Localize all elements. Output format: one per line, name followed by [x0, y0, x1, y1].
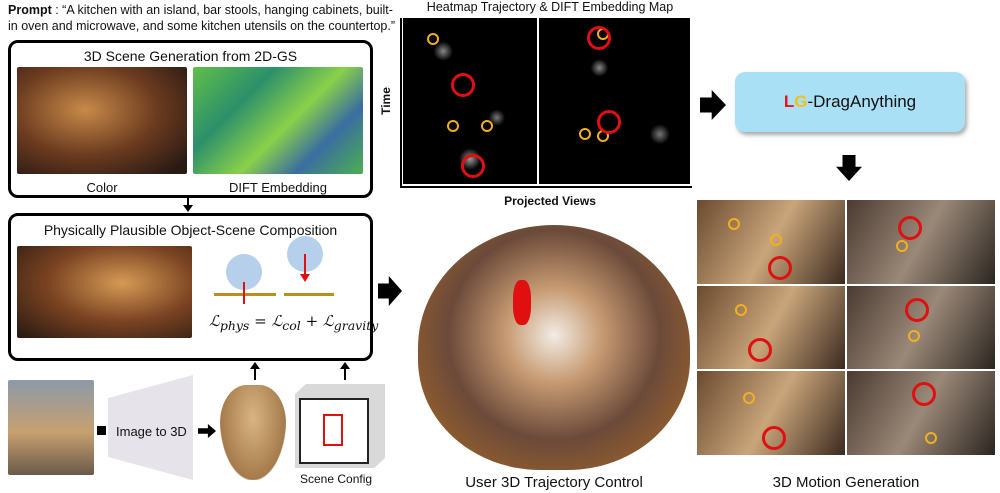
trajectory-point-red [905, 298, 929, 322]
trajectory-point [735, 304, 747, 316]
bullet-icon [97, 426, 106, 435]
heatmap-view-2 [539, 18, 690, 184]
trajectory-point-red [768, 256, 792, 280]
arrow-right-icon [700, 90, 726, 120]
y-axis [400, 18, 402, 188]
time-axis-label: Time [378, 87, 393, 115]
trajectory-point [481, 120, 493, 132]
trajectory-point [925, 432, 937, 444]
motion-generation-label: 3D Motion Generation [772, 474, 920, 491]
trajectory-point-red [748, 338, 772, 362]
arrow-head-icon [183, 205, 193, 212]
trajectory-point-red [912, 382, 936, 406]
trajectory-control-label: User 3D Trajectory Control [465, 474, 643, 491]
arrow-head-icon [250, 362, 260, 369]
trajectory-point-red [597, 110, 621, 134]
dift-embedding-image [193, 67, 363, 174]
physics-loss-formula: ℒphys = ℒcol + ℒgravity [209, 312, 379, 333]
trajectory-point-red [762, 426, 786, 450]
trajectory-point [770, 234, 782, 246]
arrow-down-icon [836, 155, 862, 181]
panel-title: 3D Scene Generation from 2D-GS [83, 48, 298, 64]
ground-line [284, 293, 334, 296]
prompt-text: Prompt : “A kitchen with an island, bar … [8, 2, 398, 34]
arrow-right-icon [378, 276, 402, 306]
teddy-3d-model [220, 385, 286, 480]
trajectory-point [896, 240, 908, 252]
trajectory-point-red [898, 216, 922, 240]
trajectory-point [908, 330, 920, 342]
trajectory-point [427, 33, 439, 45]
cube-face [299, 398, 369, 464]
trajectory-point [743, 392, 755, 404]
prompt-label: Prompt [8, 3, 52, 17]
trajectory-point-red [461, 154, 485, 178]
color-render-image [17, 67, 187, 174]
heatmap-title: Heatmap Trajectory & DIFT Embedding Map [426, 0, 674, 14]
logo-g: G [794, 92, 808, 111]
object-box-icon [323, 414, 343, 446]
model-name: -DragAnything [807, 92, 917, 111]
teddy-input-image [8, 380, 94, 475]
motion-frame [847, 200, 995, 284]
gravity-arrow-icon [304, 254, 306, 276]
composed-scene-image [17, 246, 192, 338]
color-label: Color [86, 180, 118, 195]
composition-panel: Physically Plausible Object-Scene Compos… [8, 213, 378, 361]
trajectory-point [728, 218, 740, 230]
logo-l: L [783, 92, 795, 111]
projected-views-label: Projected Views [504, 194, 596, 208]
x-axis [400, 186, 692, 188]
trajectory-point [579, 128, 591, 140]
arrow-right-icon [198, 424, 216, 438]
motion-frame [697, 285, 845, 370]
arrow-up-icon [344, 368, 346, 380]
arrow-head-icon [340, 362, 350, 369]
dift-label: DIFT Embedding [228, 180, 328, 195]
image-to-3d-label: Image to 3D [116, 424, 187, 439]
motion-generation-grid [697, 200, 995, 455]
3d-scene-trajectory-view [418, 225, 690, 470]
scene-config-label: Scene Config [300, 472, 373, 486]
trajectory-point-red [587, 26, 611, 50]
scene-generation-panel: 3D Scene Generation from 2D-GS Color DIF… [8, 40, 373, 198]
ground-line [214, 293, 276, 296]
collision-arrow-icon [243, 282, 245, 304]
trajectory-point-red [451, 73, 475, 97]
panel-title: Physically Plausible Object-Scene Compos… [43, 222, 338, 238]
prompt-body: : “A kitchen with an island, bar stools,… [8, 3, 396, 33]
scene-config-cube-icon [295, 384, 385, 468]
heatmap-view-1 [403, 18, 537, 184]
arrow-down-icon [187, 198, 189, 207]
red-trajectory-object [513, 280, 531, 325]
arrow-up-icon [254, 368, 256, 380]
trajectory-point [447, 120, 459, 132]
arrow-head-icon [300, 274, 310, 282]
